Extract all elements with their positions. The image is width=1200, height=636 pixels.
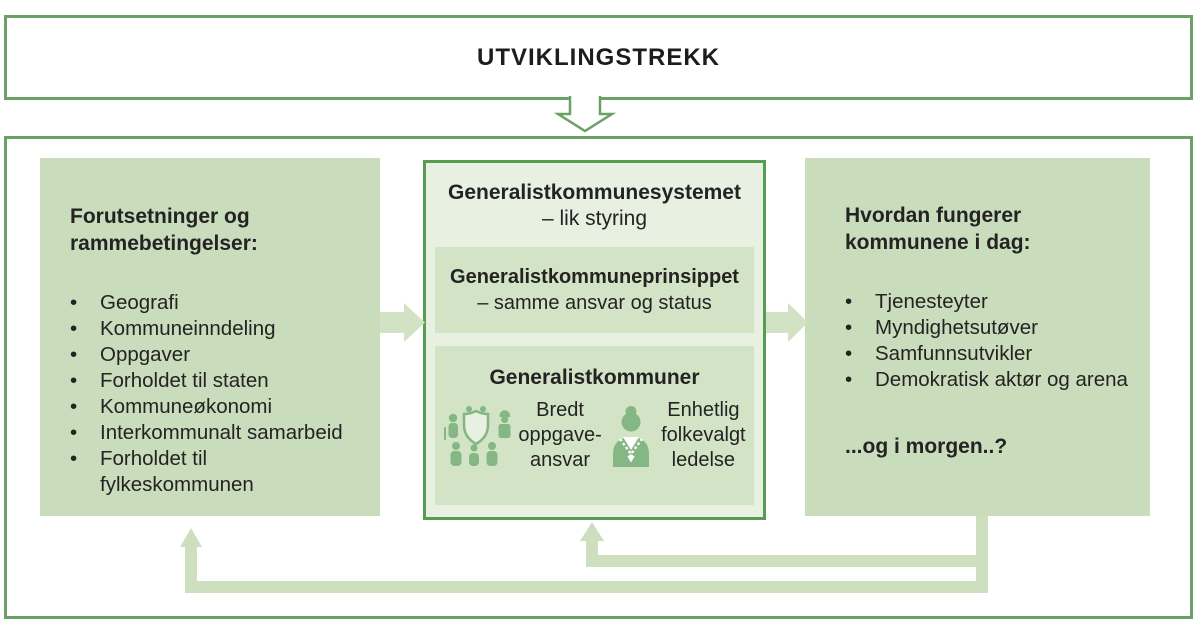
list-item: • Tjenesteyter	[845, 289, 1142, 315]
bullet-icon: •	[845, 290, 853, 313]
generalist-system-title: Generalistkommunesystemet	[448, 181, 741, 204]
feedback-arrows-icon	[180, 516, 988, 593]
bullet-icon: •	[845, 316, 853, 339]
feature-label: Bredt oppgave- ansvar	[518, 399, 602, 471]
people-shield-icon	[444, 405, 511, 466]
list-item: • Kommuneinndeling	[70, 316, 360, 342]
generalist-principle-title: Generalistkommuneprinsippet	[450, 266, 739, 288]
list-item-label: Interkommunalt samarbeid	[100, 421, 343, 444]
flow-arrow-left-to-center-icon	[380, 303, 425, 342]
generalist-principle-box: Generalistkommuneprinsippet – samme ansv…	[435, 247, 754, 333]
bullet-icon: •	[845, 342, 853, 365]
current-function-list: • Tjenesteyter • Myndighetsutøver • Samf…	[845, 289, 1142, 393]
feature-broad-responsibility: Bredt oppgave- ansvar	[443, 398, 602, 473]
list-item-label: Myndighetsutøver	[875, 316, 1038, 339]
premises-title: Forutsetninger og rammebetingelser:	[70, 205, 258, 255]
feature-label: Enhetlig folkevalgt ledelse	[661, 399, 746, 471]
list-item-label: Tjenesteyter	[875, 290, 988, 313]
bullet-icon: •	[70, 291, 78, 314]
list-item: • Oppgaver	[70, 342, 360, 368]
generalist-municipalities-box: Generalistkommuner	[435, 346, 754, 505]
banner-title: UTVIKLINGSTREKK	[477, 43, 720, 71]
bullet-icon: •	[70, 447, 78, 470]
list-item: • Demokratisk aktør og arena	[845, 367, 1142, 393]
current-function-title: Hvordan fungerer kommunene i dag:	[845, 204, 1031, 254]
list-item-label: Forholdet til staten	[100, 369, 269, 392]
bullet-icon: •	[845, 368, 853, 391]
list-item: • Samfunnsutvikler	[845, 341, 1142, 367]
premises-box: Forutsetninger og rammebetingelser: • Ge…	[40, 158, 380, 516]
list-item-label: Kommuneøkonomi	[100, 395, 273, 418]
list-item: • Kommuneøkonomi	[70, 394, 360, 420]
list-item: • Forholdet til fylkeskommunen	[70, 446, 360, 498]
list-item-label: Geografi	[100, 291, 179, 314]
list-item-label: Kommuneinndeling	[100, 317, 276, 340]
feature-elected-leadership: Enhetlig folkevalgt ledelse	[608, 398, 746, 473]
premises-list: • Geografi • Kommuneinndeling • Oppgaver…	[70, 290, 360, 498]
list-item: • Geografi	[70, 290, 360, 316]
generalist-system-header: Generalistkommunesystemet – lik styring	[435, 180, 754, 232]
list-item-label: Forholdet til fylkeskommunen	[100, 447, 254, 496]
utviklingstrekk-banner: UTVIKLINGSTREKK	[4, 15, 1193, 100]
list-item-label: Samfunnsutvikler	[875, 342, 1033, 365]
list-item-label: Demokratisk aktør og arena	[875, 368, 1128, 391]
mayor-chain-icon	[613, 405, 650, 467]
list-item: • Myndighetsutøver	[845, 315, 1142, 341]
generalist-principle-subtitle: – samme ansvar og status	[477, 292, 712, 314]
current-function-box: Hvordan fungerer kommunene i dag: • Tjen…	[805, 158, 1150, 516]
flow-arrow-center-to-right-icon	[766, 303, 808, 342]
bullet-icon: •	[70, 395, 78, 418]
generalist-system-box: Generalistkommunesystemet – lik styring …	[423, 160, 766, 520]
tomorrow-question: ...og i morgen..?	[845, 435, 1008, 458]
down-arrow-icon	[553, 96, 617, 133]
bullet-icon: •	[70, 421, 78, 444]
generalist-municipalities-title: Generalistkommuner	[489, 366, 700, 389]
list-item: • Forholdet til staten	[70, 368, 360, 394]
bullet-icon: •	[70, 369, 78, 392]
list-item-label: Oppgaver	[100, 343, 191, 366]
list-item: • Interkommunalt samarbeid	[70, 420, 360, 446]
features-row: Bredt oppgave- ansvar Enhetlig folkevalg	[435, 398, 754, 473]
bullet-icon: •	[70, 343, 78, 366]
bullet-icon: •	[70, 317, 78, 340]
generalist-system-subtitle: – lik styring	[541, 207, 648, 230]
